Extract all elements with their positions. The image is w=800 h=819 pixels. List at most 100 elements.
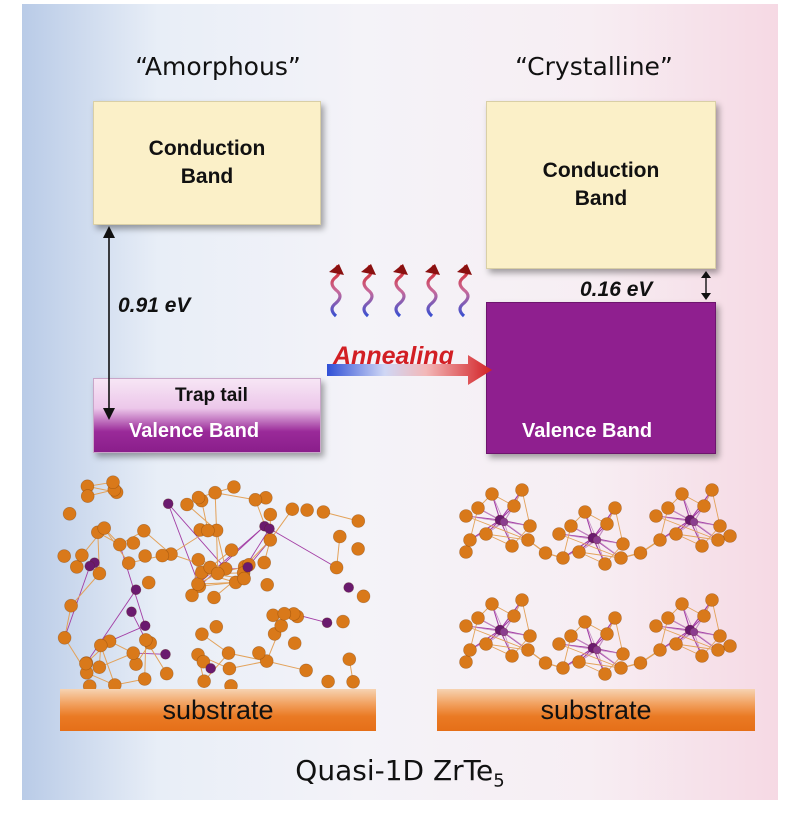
- te-atom: [697, 499, 711, 513]
- te-atom: [600, 517, 614, 531]
- heat-wave-arrowhead: [361, 264, 376, 275]
- zr-atom: [689, 517, 699, 527]
- crystalline-valence-band: [486, 302, 716, 454]
- trap-tail-label: Trap tail: [175, 385, 248, 406]
- te-atom: [661, 611, 675, 625]
- te-atom: [505, 649, 519, 663]
- te-atom: [564, 629, 578, 643]
- te-atom: [711, 643, 725, 657]
- te-atom: [572, 655, 586, 669]
- crystalline-valence-label: Valence Band: [522, 420, 653, 442]
- bond-line: [70, 573, 100, 607]
- te-atom: [263, 507, 278, 522]
- amorphous-conduction-label-1: Conduction: [148, 137, 266, 160]
- bond-line: [558, 643, 622, 669]
- te-atom: [669, 527, 683, 541]
- zr-atom: [499, 627, 509, 637]
- te-atom: [197, 674, 211, 689]
- te-atom: [196, 654, 211, 669]
- te-atom: [552, 637, 566, 651]
- te-atom: [79, 656, 93, 671]
- zr-atom: [162, 498, 174, 510]
- te-atom: [207, 590, 221, 605]
- zr-atom: [130, 584, 142, 596]
- te-atom: [266, 608, 280, 623]
- zr-atom: [126, 606, 137, 618]
- te-atom: [616, 647, 630, 661]
- te-atom: [697, 609, 711, 623]
- te-atom: [75, 548, 89, 563]
- crystalline-substrate: substrate: [437, 689, 755, 731]
- te-atom: [113, 537, 127, 552]
- te-atom: [479, 637, 493, 651]
- te-atom: [616, 537, 630, 551]
- bond-line: [119, 544, 146, 626]
- te-atom: [346, 674, 360, 689]
- te-atom: [578, 615, 592, 629]
- te-atom: [237, 571, 251, 586]
- te-atom: [705, 593, 719, 607]
- te-atom: [208, 485, 222, 500]
- te-atom: [252, 646, 266, 660]
- te-atom: [155, 548, 170, 563]
- bond-line: [216, 530, 227, 569]
- te-atom: [263, 533, 278, 547]
- bond-line: [167, 503, 227, 570]
- te-atom: [222, 661, 237, 676]
- te-atom: [209, 619, 224, 634]
- te-atom: [138, 549, 152, 563]
- te-atom: [300, 503, 314, 517]
- te-atom: [653, 643, 667, 657]
- caption: Quasi-1D ZrTe5: [295, 754, 504, 792]
- te-atom: [723, 529, 737, 543]
- te-atom: [62, 506, 77, 521]
- te-atom: [224, 543, 239, 557]
- te-atom: [705, 483, 719, 497]
- zr-atom: [592, 535, 602, 545]
- heat-wave-arrowhead: [457, 264, 472, 275]
- te-atom: [521, 643, 535, 657]
- bond-line: [578, 661, 622, 669]
- te-atom: [523, 629, 537, 643]
- te-atom: [614, 661, 628, 675]
- te-atom: [57, 630, 72, 645]
- te-atom: [675, 597, 689, 611]
- te-atom: [598, 667, 612, 681]
- te-atom: [106, 475, 120, 490]
- te-atom: [356, 589, 371, 604]
- te-atom: [126, 646, 140, 660]
- amorphous-substrate-label: substrate: [162, 694, 274, 725]
- zr-atom: [264, 523, 275, 535]
- amorphous-gap-arrow: [103, 226, 115, 420]
- te-atom: [137, 523, 151, 538]
- crystalline-gap-label: 0.16 eV: [580, 278, 653, 301]
- caption-text: Quasi-1D ZrTe: [295, 754, 494, 787]
- te-atom: [285, 502, 300, 517]
- te-atom: [195, 627, 209, 642]
- te-atom: [608, 611, 622, 625]
- te-atom: [141, 575, 156, 590]
- bond-line: [97, 532, 100, 574]
- te-atom: [515, 483, 529, 497]
- bond-line: [465, 625, 529, 651]
- bond-line: [266, 660, 307, 671]
- te-atom: [695, 539, 709, 553]
- te-atom: [92, 566, 107, 581]
- bond-line: [64, 565, 91, 638]
- bond-line: [655, 625, 719, 651]
- crystalline-substrate-label: substrate: [540, 694, 652, 725]
- bond-line: [170, 553, 211, 568]
- atom-spheres: [57, 475, 737, 693]
- te-atom: [260, 577, 275, 592]
- te-atom: [180, 497, 194, 512]
- zr-atom: [592, 645, 602, 655]
- bond-line: [578, 551, 622, 559]
- te-atom: [287, 636, 302, 651]
- zr-atom: [139, 620, 151, 632]
- te-atom: [564, 519, 578, 533]
- bond-line: [167, 503, 200, 587]
- te-atom: [649, 509, 663, 523]
- te-atom: [479, 527, 493, 541]
- te-atom: [274, 618, 289, 633]
- te-atom: [259, 654, 274, 668]
